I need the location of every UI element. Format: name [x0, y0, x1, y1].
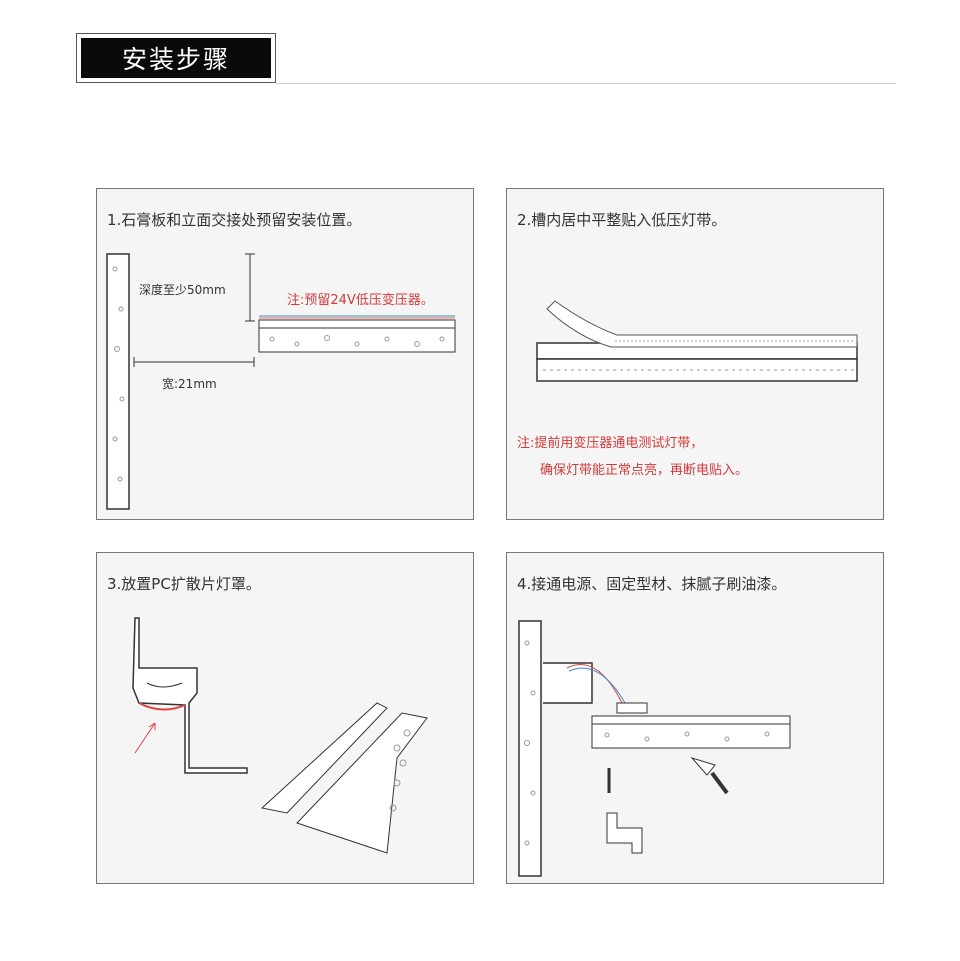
step-3-diagram: [132, 617, 428, 854]
step-1-title: 1.石膏板和立面交接处预留安装位置。: [107, 211, 362, 229]
header-divider: [276, 83, 896, 84]
step-1-panel: 1.石膏板和立面交接处预留安装位置。 深度至少50mm 宽:21mm 注:预留2…: [96, 188, 474, 520]
step-4-panel: 4.接通电源、固定型材、抹腻子刷油漆。: [506, 552, 884, 884]
width-label: 宽:21mm: [162, 377, 217, 391]
step-1-note: 注:预留24V低压变压器。: [287, 293, 434, 308]
step-3-title: 3.放置PC扩散片灯罩。: [107, 575, 261, 593]
section-title: 安装步骤: [81, 38, 271, 78]
section-header: 安装步骤: [76, 33, 276, 83]
step-4-diagram: [518, 620, 791, 877]
step-2-title: 2.槽内居中平整贴入低压灯带。: [517, 211, 727, 229]
step-2-panel: 2.槽内居中平整贴入低压灯带。 注:提前用变压器通电测试灯带， 确保灯带能正常点…: [506, 188, 884, 520]
step-4-title: 4.接通电源、固定型材、抹腻子刷油漆。: [517, 575, 787, 593]
step-2-note-line1: 注:提前用变压器通电测试灯带，: [517, 436, 704, 451]
step-3-panel: 3.放置PC扩散片灯罩。: [96, 552, 474, 884]
step-1-diagram: [106, 253, 456, 510]
depth-label: 深度至少50mm: [139, 283, 226, 297]
step-2-note-line2: 确保灯带能正常点亮，再断电贴入。: [540, 463, 749, 478]
step-2-diagram: [536, 300, 858, 382]
